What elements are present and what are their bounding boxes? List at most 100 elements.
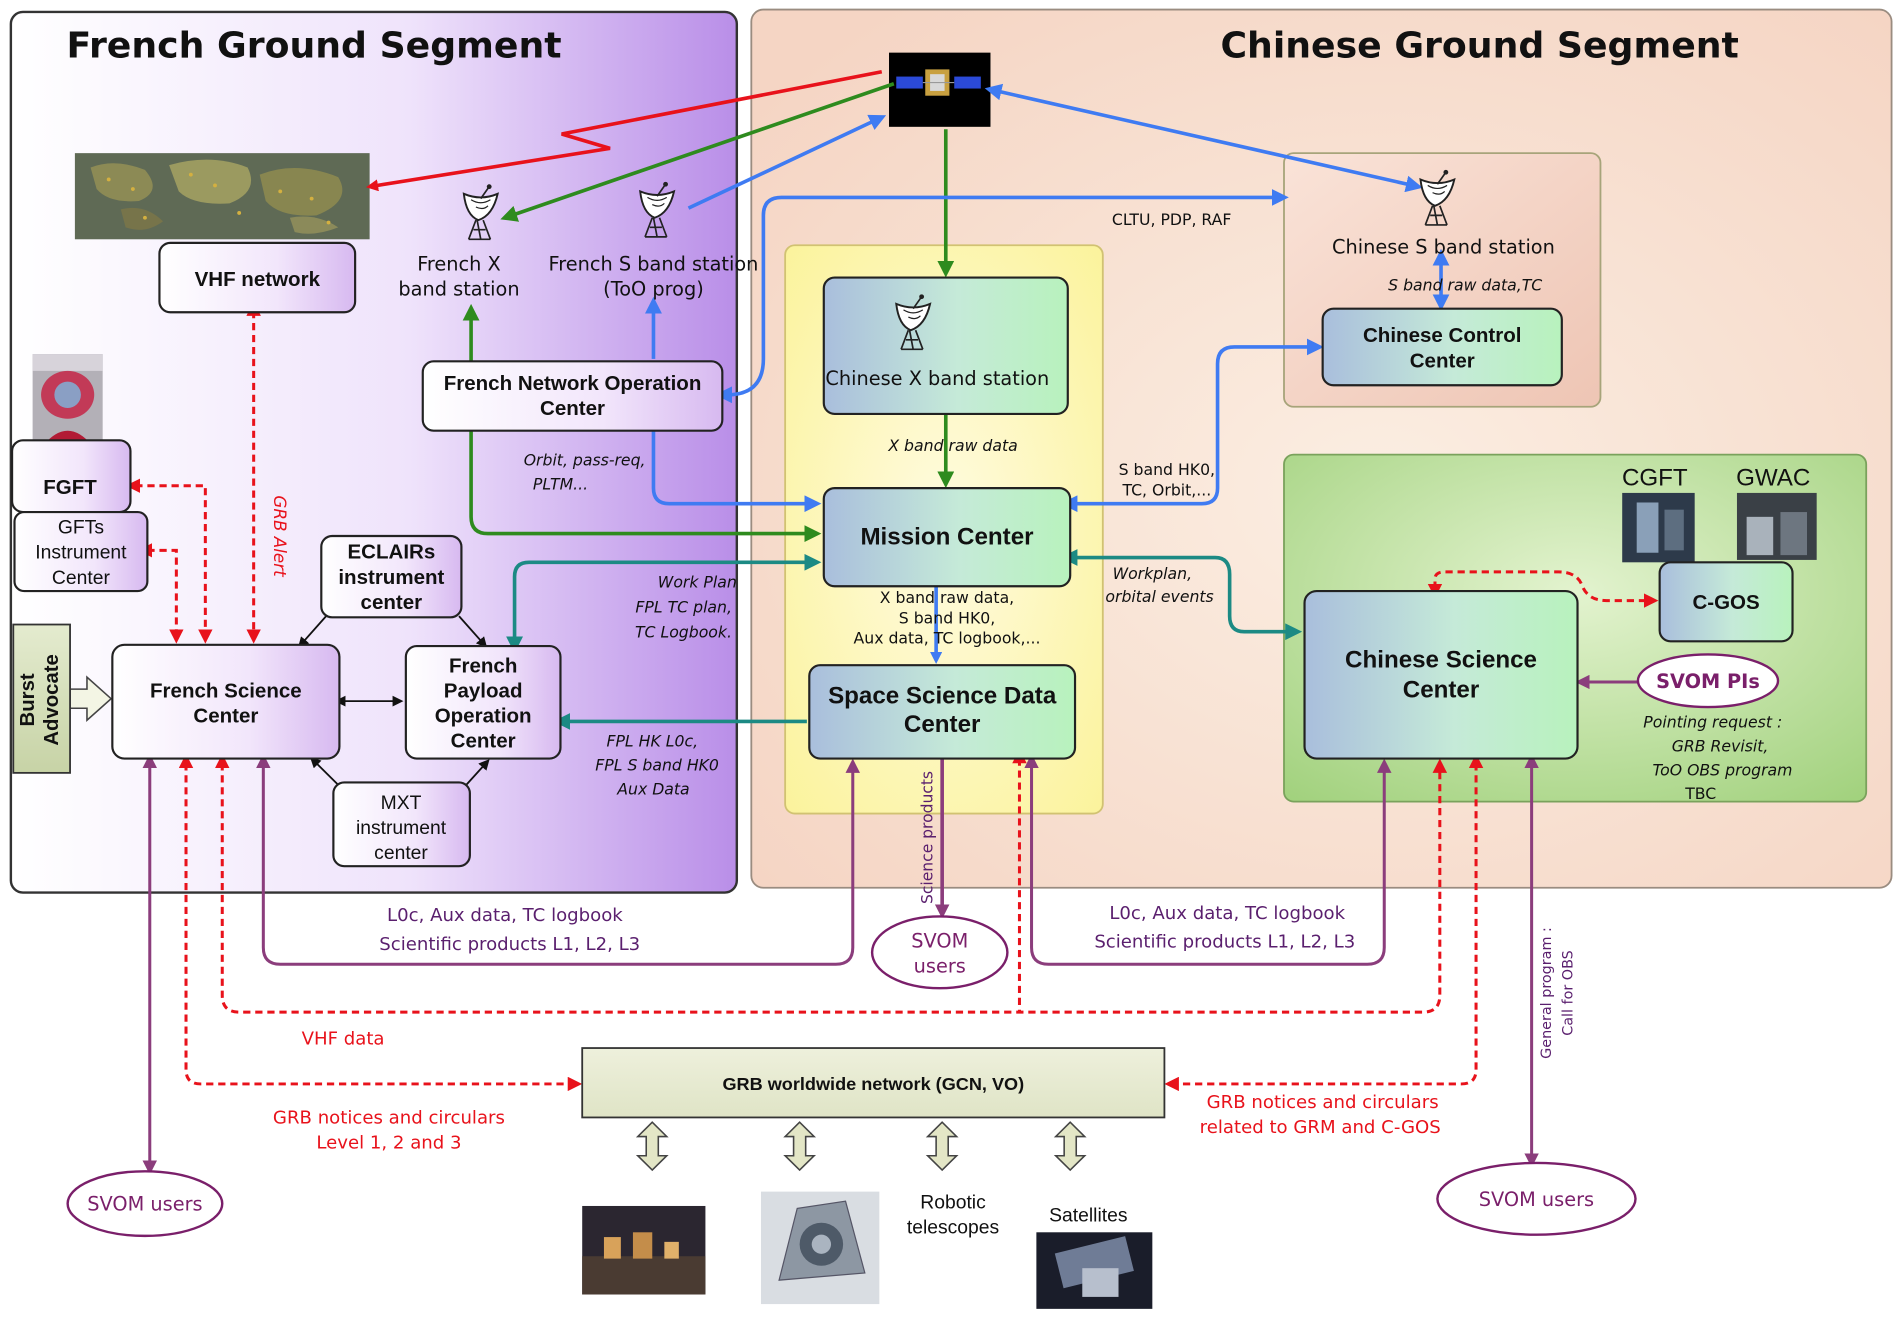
mission-to-chinese-science [1060,549,1303,641]
gwac-label: GWAC [1736,465,1810,492]
eclairs-to-science-arrow [297,615,327,648]
burst-advocate-box [12,623,71,774]
pointing-label-2: GRB Revisit, [1672,737,1769,755]
pointing-label-3: ToO OBS program [1653,761,1793,779]
chinese-science-label-2: Center [1403,677,1479,704]
s-band-raw-label: S band raw data,TC [1388,277,1542,295]
svom-users-left-label: SVOM users [87,1193,202,1216]
chinese-x-band-label: Chinese X band station [825,367,1049,390]
workplan-orbital-label-1: Workplan, [1113,565,1192,583]
gwac-image [1736,492,1817,560]
double-arrow-2 [784,1121,815,1171]
fgft-label: FGFT [43,477,97,499]
cgft-label: CGFT [1622,465,1688,492]
l0c-left-link [256,753,861,966]
double-arrow-4 [1054,1121,1086,1171]
burst-label-2: Advocate [41,654,63,745]
space-science-data-center-box [808,664,1077,760]
mxt-instrument-center-box [332,781,471,868]
chinese-segment-title: Chinese Ground Segment [1220,25,1738,67]
l0c-left-label-2: Scientific products L1, L2, L3 [379,934,640,955]
eclairs-to-fpoc-arrow [458,615,488,648]
svom-users-center-label-1: SVOM [911,930,968,953]
x-band-raw-label: X band raw data [887,437,1017,455]
l0c-right-link [1024,753,1392,966]
telescope-instrument-image [760,1191,880,1305]
cgos-to-chinese-science [1427,570,1659,608]
work-plan-label-3: TC Logbook. [635,624,732,642]
svom-users-left-ellipse [66,1170,224,1238]
ssdc-label-2: Center [904,711,980,738]
chinese-s-band-label: Chinese S band station [1332,236,1555,259]
chinese-control-center-box [1321,307,1563,387]
french-s-label-2: (ToO prog) [603,278,704,301]
fpl-hk-label-2: FPL S band HK0 [595,757,719,775]
svom-users-center-label-2: users [914,955,966,978]
orbit-pass-label-1: Orbit, pass-req, [524,451,646,469]
svom-users-right-label: SVOM users [1479,1188,1594,1211]
grb-alert-label: GRB Alert [270,495,290,578]
chinese-x-band-station-box [822,276,1069,416]
grb-notices-left-label-1: GRB notices and circulars [273,1107,505,1128]
gfts-label-1: GFTs [58,518,104,539]
fnoc-to-mission-center [469,430,822,542]
x-band-downlink-french [500,82,895,222]
eclairs-instrument-center-box [320,534,463,619]
burst-advocate-arrow [69,675,113,722]
mxt-label-1: MXT [381,793,422,814]
s-band-link-chinese [984,83,1423,193]
general-program-label-1: General program : [1539,927,1555,1059]
grb-notices-left-label-2: Level 1, 2 and 3 [316,1133,461,1154]
french-x-label-2: band station [398,278,519,301]
fpl-hk-label-1: FPL HK L0c, [606,733,698,751]
robotic-label-1: Robotic [920,1192,986,1213]
x-band-raw-data-label-2: S band HK0, [899,609,995,627]
fpoc-label-4: Center [451,731,516,753]
grb-notices-right-label-2: related to GRM and C-GOS [1200,1117,1441,1138]
l0c-left-label-1: L0c, Aux data, TC logbook [387,905,623,926]
l0c-right-label-1: L0c, Aux data, TC logbook [1109,903,1345,924]
robotic-label-2: telescopes [907,1218,999,1239]
grb-network-label: GRB worldwide network (GCN, VO) [722,1074,1024,1094]
mission-center-box [822,487,1072,588]
x-band-raw-data-label-1: X band raw data, [880,589,1014,607]
orbit-pass-label-2: PLTM... [533,475,588,493]
grb-network-right [1164,753,1484,1092]
world-map-image [74,153,370,240]
fpoc-to-mission [506,553,822,654]
science-products-label: Science products [918,771,936,904]
french-x-label-1: French X [417,252,501,275]
fpoc-label-3: Operation [435,706,532,728]
work-plan-label-1: Work Plan [658,573,737,591]
chinese-science-center-box [1303,589,1579,760]
french-payload-operation-center-box [404,644,562,760]
fnoc-label-2: Center [540,398,605,420]
vhf-downlink-arrow [366,70,883,192]
french-segment-title: French Ground Segment [67,25,562,67]
fnoc-label-1: French Network Operation [444,373,702,395]
gfts-label-3: Center [52,568,111,589]
fgft-box [10,439,132,514]
gfts-to-science [137,543,184,644]
french-s-label-1: French S band station [549,252,759,275]
fpl-hk-label-3: Aux Data [616,780,689,798]
chinese-science-label-1: Chinese Science [1345,647,1537,674]
fgft-image [32,354,103,446]
observatory-night-image [582,1205,706,1295]
cgft-image [1622,492,1695,563]
double-arrow-3 [926,1121,958,1171]
c-gos-label: C-GOS [1692,592,1759,614]
satellite-image [889,52,991,127]
french-science-center-box [111,643,341,760]
gfts-label-2: Instrument [35,543,127,564]
x-band-raw-data-label-3: Aux data, TC logbook,... [854,630,1041,648]
mxt-label-3: center [374,843,428,864]
svom-users-center-ellipse [870,915,1009,990]
chinese-control-label-1: Chinese Control [1363,325,1521,347]
burst-label-1: Burst [17,673,39,726]
fpoc-label-2: Payload [444,681,523,703]
vhf-network-label: VHF network [195,269,321,291]
satellite-photo-image [1036,1232,1153,1309]
workplan-orbital-label-2: orbital events [1105,588,1213,606]
